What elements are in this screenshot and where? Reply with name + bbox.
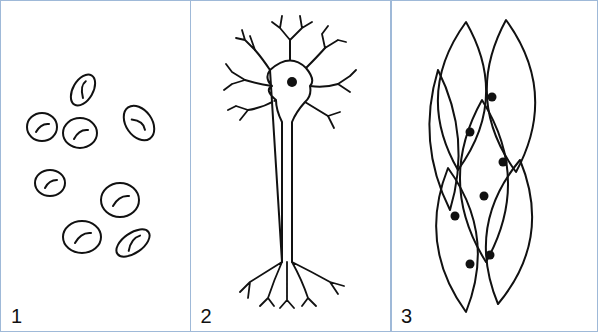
panel-box: 3	[390, 0, 598, 332]
cell-outline	[112, 224, 155, 262]
nucleus	[466, 260, 475, 269]
nucleus	[466, 128, 475, 137]
spindle-cell	[460, 100, 508, 262]
panel-box: 1	[0, 0, 191, 332]
cell-dimple	[77, 81, 91, 98]
nucleus	[451, 212, 460, 221]
cell-dimple	[113, 196, 129, 206]
cell-outline	[27, 113, 57, 141]
panel-number: 1	[9, 305, 24, 327]
axon-terminals	[240, 262, 344, 308]
nucleus	[480, 192, 489, 201]
cell-dimple	[45, 180, 57, 188]
red-blood-cell	[117, 100, 160, 146]
nucleus	[287, 77, 297, 87]
cell-dimple	[132, 116, 146, 133]
spindle-cell	[436, 168, 478, 312]
cell-body-and-axon	[267, 60, 312, 262]
nucleus	[499, 158, 508, 167]
cell-outline	[117, 100, 160, 146]
spindle-cell	[438, 22, 486, 170]
red-blood-cell	[66, 70, 100, 109]
cell-dimple	[75, 233, 91, 243]
cell-dimple	[125, 235, 144, 251]
panel-number: 3	[399, 305, 414, 327]
spindle-cell	[487, 20, 535, 172]
red-blood-cell	[63, 118, 97, 148]
red-blood-cells	[27, 70, 161, 262]
cell-dimple	[74, 130, 88, 139]
red-blood-cell	[101, 183, 139, 217]
panel-box: 2	[190, 0, 392, 332]
cell-outline	[63, 221, 101, 253]
red-blood-cell	[112, 224, 155, 262]
nucleus	[486, 251, 495, 260]
cell-outline	[101, 183, 139, 217]
cell-dimple	[36, 124, 49, 132]
spindle-cell	[486, 160, 532, 304]
panel-number: 2	[199, 305, 214, 327]
neuron	[224, 16, 356, 308]
red-blood-cell	[63, 221, 101, 253]
cell-outline	[35, 170, 65, 196]
spindle-cell	[429, 70, 458, 210]
smooth-muscle-cells	[429, 20, 535, 312]
red-blood-cell	[27, 113, 57, 141]
cell-outline	[66, 70, 100, 109]
nucleus	[488, 93, 497, 102]
red-blood-cell	[35, 170, 65, 196]
cell-outline	[63, 118, 97, 148]
